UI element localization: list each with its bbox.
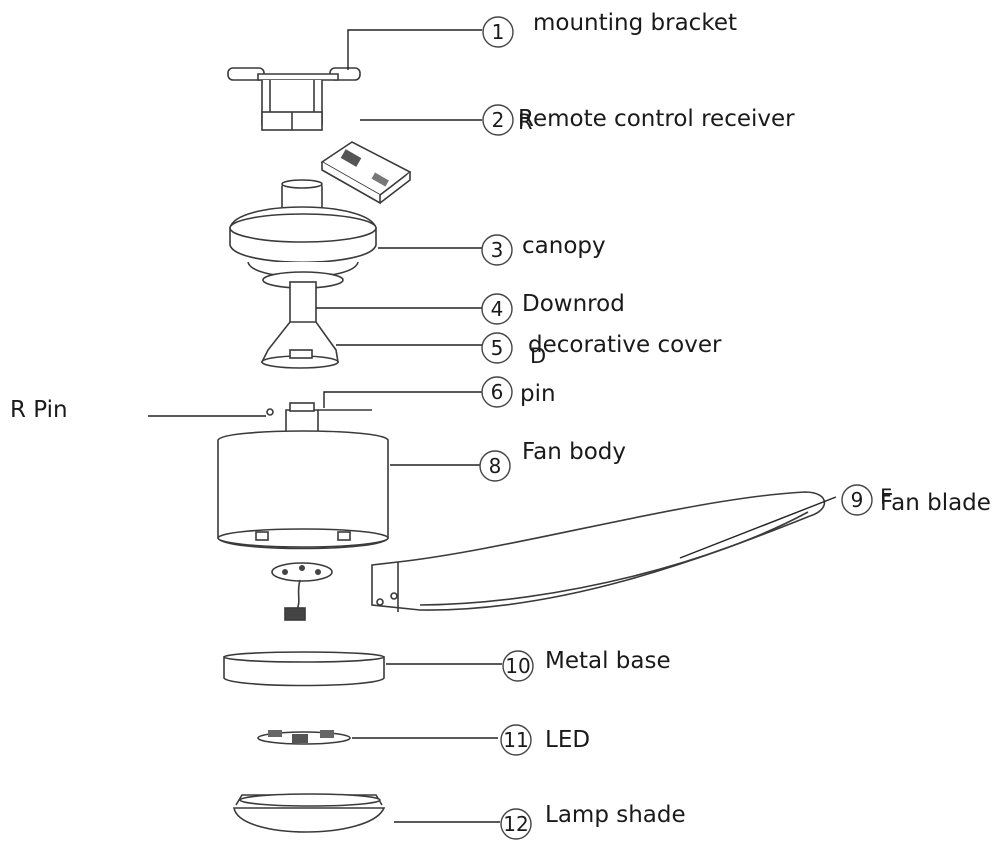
stray-letter-r: R xyxy=(518,110,533,134)
callout-1: 1 xyxy=(482,16,514,48)
label-10: Metal base xyxy=(545,648,671,674)
callout-circle xyxy=(500,724,532,756)
callout-number: 10 xyxy=(505,654,530,678)
callout-number: 12 xyxy=(503,812,528,836)
label-8: Fan body xyxy=(522,439,626,465)
callout-9: 9 xyxy=(841,484,873,516)
fan-blade-drawing xyxy=(371,491,826,612)
callout-number: 5 xyxy=(491,336,504,360)
callout-circle xyxy=(481,293,513,325)
callout-circle xyxy=(841,484,873,516)
callout-8: 8 xyxy=(479,450,511,482)
callout-12: 12 xyxy=(500,808,532,840)
led-drawing xyxy=(257,730,351,745)
label-6: pin xyxy=(520,381,556,407)
mounting-bracket-drawing xyxy=(227,67,361,131)
callout-10: 10 xyxy=(502,650,534,682)
callout-number: 8 xyxy=(489,454,502,478)
decorative-cover-drawing xyxy=(260,321,339,369)
callout-11: 11 xyxy=(500,724,532,756)
callout-circle xyxy=(482,16,514,48)
label-5: decorative cover xyxy=(528,332,722,358)
r-pin-label: R Pin xyxy=(10,397,68,423)
callout-circle xyxy=(500,808,532,840)
remote-receiver-drawing xyxy=(320,141,412,205)
callout-circle xyxy=(481,332,513,364)
callout-circle xyxy=(481,234,513,266)
stray-letter-f: F xyxy=(880,485,893,509)
wiring-plate-drawing xyxy=(271,562,333,621)
label-9: Fan blade xyxy=(880,490,991,516)
label-2: Remote control receiver xyxy=(518,106,795,132)
callout-number: 3 xyxy=(491,238,504,262)
callout-circle xyxy=(482,104,514,136)
lamp-shade-drawing xyxy=(233,793,386,833)
callout-5: 5 xyxy=(481,332,513,364)
canopy-drawing xyxy=(229,179,377,289)
callout-circle xyxy=(502,650,534,682)
callout-number: 1 xyxy=(492,20,505,44)
callout-number: 11 xyxy=(503,728,528,752)
callout-4: 4 xyxy=(481,293,513,325)
label-12: Lamp shade xyxy=(545,802,686,828)
stray-letter-d: D xyxy=(530,344,547,368)
callout-circle xyxy=(481,376,513,408)
fan-body-drawing xyxy=(217,430,389,550)
downrod-drawing xyxy=(289,281,317,325)
callout-number: 6 xyxy=(491,380,504,404)
callout-2: 2 xyxy=(482,104,514,136)
callout-number: 9 xyxy=(851,488,864,512)
label-1: mounting bracket xyxy=(533,10,737,36)
metal-base-drawing xyxy=(223,651,385,687)
callout-3: 3 xyxy=(481,234,513,266)
label-3: canopy xyxy=(522,233,606,259)
label-4: Downrod xyxy=(522,291,625,317)
callout-number: 4 xyxy=(491,297,504,321)
callout-number: 2 xyxy=(492,108,505,132)
callout-circle xyxy=(479,450,511,482)
leader-lines xyxy=(148,29,837,823)
callout-6: 6 xyxy=(481,376,513,408)
label-11: LED xyxy=(545,727,591,753)
